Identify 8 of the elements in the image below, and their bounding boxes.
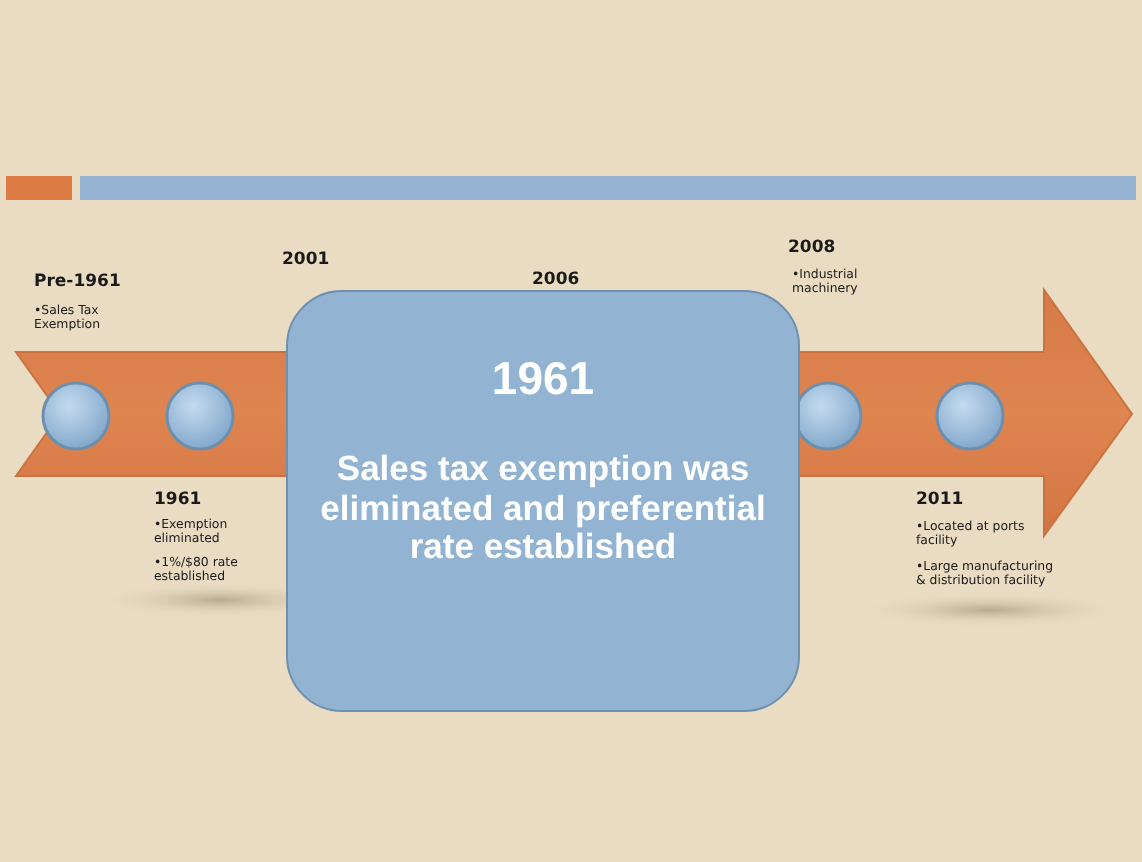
year-label: 2006 — [532, 272, 582, 292]
year-label: 2008 — [788, 240, 838, 260]
card-heading: 1961 — [489, 352, 597, 406]
year-label: 2001 — [282, 252, 332, 272]
year-label: 2011 — [916, 492, 966, 512]
year-label: 1961 — [154, 492, 204, 512]
card-text: Sales tax exemption was eliminated and preferential rate established — [318, 450, 768, 568]
year-label: Pre-1961 — [34, 274, 123, 294]
